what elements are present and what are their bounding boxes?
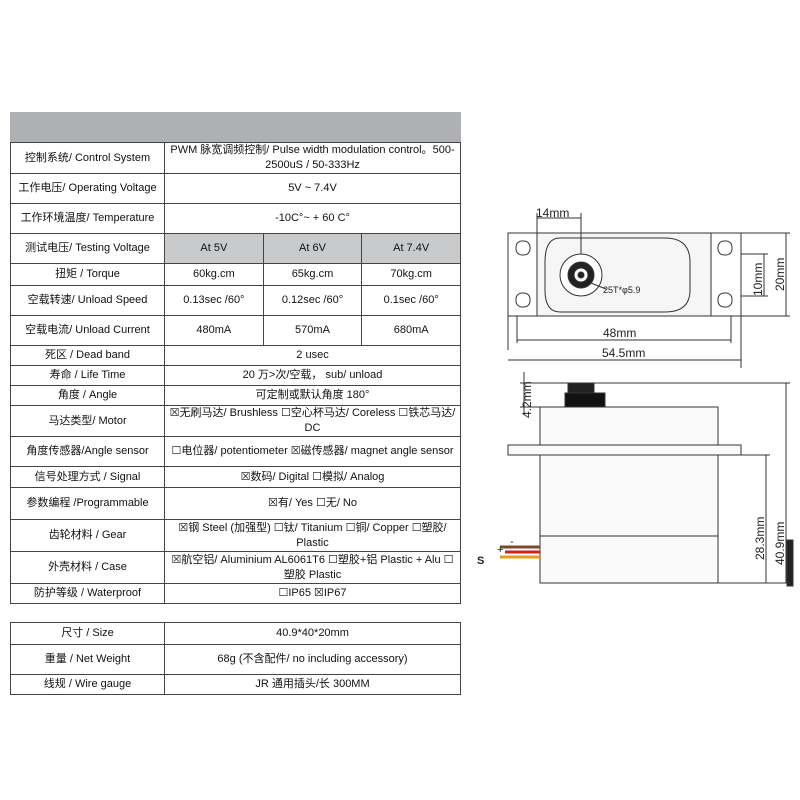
- row-label: 尺寸 / Size: [10, 622, 165, 645]
- shaft-screw: [577, 271, 585, 279]
- mount-slot: [515, 292, 531, 308]
- row-label: 马达类型/ Motor: [10, 405, 165, 437]
- top-cover-outline: [544, 237, 691, 313]
- row-value: 20 万>次/空载， sub/ unload: [164, 365, 461, 386]
- dim-label-20mm: 20mm: [773, 258, 787, 291]
- row-value: 40.9*40*20mm: [164, 622, 461, 645]
- table-row: 重量 / Net Weight 68g (不含配件/ no including …: [10, 644, 461, 675]
- spec-table: 控制系统/ Control System PWM 脉宽调频控制/ Pulse w…: [10, 142, 461, 604]
- row-label: 扭矩 / Torque: [10, 263, 165, 286]
- table-row: 死区 / Dead band 2 usec: [10, 345, 461, 366]
- dim-label-14mm: 14mm: [536, 206, 569, 220]
- gear-leader-line: [590, 282, 607, 290]
- torque-cell: 60kg.cm: [164, 263, 264, 286]
- row-value: PWM 脉宽调频控制/ Pulse width modulation contr…: [164, 142, 461, 174]
- row-value: -10C°~ + 60 C°: [164, 203, 461, 234]
- dim-label-54-5mm: 54.5mm: [602, 346, 645, 360]
- servo-side-view: [500, 382, 794, 587]
- table-row: 测试电压/ Testing Voltage At 5V At 6V At 7.4…: [10, 233, 461, 264]
- horn-hub: [564, 392, 606, 408]
- table-row: 寿命 / Life Time 20 万>次/空载， sub/ unload: [10, 365, 461, 386]
- mount-slot: [717, 240, 733, 256]
- table-row: 工作电压/ Operating Voltage 5V ~ 7.4V: [10, 173, 461, 204]
- table-row: 扭矩 / Torque 60kg.cm 65kg.cm 70kg.cm: [10, 263, 461, 286]
- table-row: 齿轮材料 / Gear ☒钢 Steel (加强型) ☐钛/ Titanium …: [10, 519, 461, 552]
- row-value: JR 通用插头/长 300MM: [164, 674, 461, 695]
- dim-label-48mm: 48mm: [603, 326, 636, 340]
- side-body: [539, 454, 719, 584]
- current-cell: 570mA: [262, 315, 363, 346]
- row-label: 寿命 / Life Time: [10, 365, 165, 386]
- row-value: ☐IP65 ☒IP67: [164, 583, 461, 604]
- table-row: 马达类型/ Motor ☒无刷马达/ Brushless ☐空心杯马达/ Cor…: [10, 405, 461, 437]
- current-cell: 680mA: [361, 315, 461, 346]
- row-value: ☒钢 Steel (加强型) ☐钛/ Titanium ☐铜/ Copper ☐…: [164, 519, 461, 552]
- speed-cell: 0.1sec /60°: [361, 285, 461, 316]
- voltage-cell: At 6V: [262, 233, 363, 264]
- row-value: ☒数码/ Digital ☐模拟/ Analog: [164, 466, 461, 488]
- table-row: 线规 / Wire gauge JR 通用插头/长 300MM: [10, 674, 461, 695]
- table-row: 工作环境温度/ Temperature -10C°~ + 60 C°: [10, 203, 461, 234]
- dim-label-28-3mm: 28.3mm: [753, 517, 767, 560]
- row-value: 可定制或默认角度 180°: [164, 385, 461, 406]
- row-label: 参数编程 /Programmable: [10, 487, 165, 520]
- row-value: ☐电位器/ potentiometer ☒磁传感器/ magnet angle …: [164, 436, 461, 467]
- row-label: 角度 / Angle: [10, 385, 165, 406]
- speed-cell: 0.12sec /60°: [262, 285, 363, 316]
- row-label: 工作环境温度/ Temperature: [10, 203, 165, 234]
- gear-spec-label: 25T*φ5.9: [603, 285, 640, 295]
- row-label: 角度传感器/Angle sensor: [10, 436, 165, 467]
- row-value: 5V ~ 7.4V: [164, 173, 461, 204]
- row-label: 测试电压/ Testing Voltage: [10, 233, 165, 264]
- row-label: 齿轮材料 / Gear: [10, 519, 165, 552]
- side-flange: [507, 444, 742, 456]
- table-row: 角度传感器/Angle sensor ☐电位器/ potentiometer ☒…: [10, 436, 461, 467]
- speed-cell: 0.13sec /60°: [164, 285, 264, 316]
- row-value: ☒航空铝/ Aluminium AL6061T6 ☐塑胶+铝 Plastic +…: [164, 551, 461, 584]
- table-row: 防护等级 / Waterproof ☐IP65 ☒IP67: [10, 583, 461, 604]
- wire-label-minus: -: [510, 536, 514, 548]
- dim-label-4-2mm: 4.2mm: [520, 381, 534, 418]
- table-header-bar: [10, 112, 461, 142]
- table-row: 尺寸 / Size 40.9*40*20mm: [10, 622, 461, 645]
- row-value: ☒无刷马达/ Brushless ☐空心杯马达/ Coreless ☐铁芯马达/…: [164, 405, 461, 437]
- table-row: 控制系统/ Control System PWM 脉宽调频控制/ Pulse w…: [10, 142, 461, 174]
- voltage-cell: At 7.4V: [361, 233, 461, 264]
- row-label: 死区 / Dead band: [10, 345, 165, 366]
- dim-label-40-9mm: 40.9mm: [773, 522, 787, 565]
- table-row: 外壳材料 / Case ☒航空铝/ Aluminium AL6061T6 ☐塑胶…: [10, 551, 461, 584]
- spec-table-physical: 尺寸 / Size 40.9*40*20mm 重量 / Net Weight 6…: [10, 622, 461, 695]
- row-label: 信号处理方式 / Signal: [10, 466, 165, 488]
- row-value: 2 usec: [164, 345, 461, 366]
- table-row: 参数编程 /Programmable ☒有/ Yes ☐无/ No: [10, 487, 461, 520]
- voltage-cell: At 5V: [164, 233, 264, 264]
- wire-label-signal: S: [477, 555, 484, 567]
- mount-slot: [717, 292, 733, 308]
- dim-label-10mm: 10mm: [751, 263, 765, 296]
- current-cell: 480mA: [164, 315, 264, 346]
- servo-top-view: 25T*φ5.9: [507, 232, 742, 317]
- row-label: 工作电压/ Operating Voltage: [10, 173, 165, 204]
- row-label: 空载转速/ Unload Speed: [10, 285, 165, 316]
- torque-cell: 70kg.cm: [361, 263, 461, 286]
- table-row: 空载转速/ Unload Speed 0.13sec /60° 0.12sec …: [10, 285, 461, 316]
- wire-label-plus: +: [497, 544, 503, 556]
- mount-slot: [515, 240, 531, 256]
- table-row: 信号处理方式 / Signal ☒数码/ Digital ☐模拟/ Analog: [10, 466, 461, 488]
- servo-dimension-drawing: 25T*φ5.9 14mm 48mm 54.5mm 10mm 20mm: [477, 206, 794, 587]
- row-label: 外壳材料 / Case: [10, 551, 165, 584]
- table-row: 角度 / Angle 可定制或默认角度 180°: [10, 385, 461, 406]
- row-value: ☒有/ Yes ☐无/ No: [164, 487, 461, 520]
- row-label: 防护等级 / Waterproof: [10, 583, 165, 604]
- connector-plug: [786, 539, 794, 587]
- row-label: 控制系统/ Control System: [10, 142, 165, 174]
- row-label: 重量 / Net Weight: [10, 644, 165, 675]
- table-row: 空载电流/ Unload Current 480mA 570mA 680mA: [10, 315, 461, 346]
- row-value: 68g (不含配件/ no including accessory): [164, 644, 461, 675]
- horn-spline: [567, 382, 595, 395]
- row-label: 空载电流/ Unload Current: [10, 315, 165, 346]
- row-label: 线规 / Wire gauge: [10, 674, 165, 695]
- torque-cell: 65kg.cm: [262, 263, 363, 286]
